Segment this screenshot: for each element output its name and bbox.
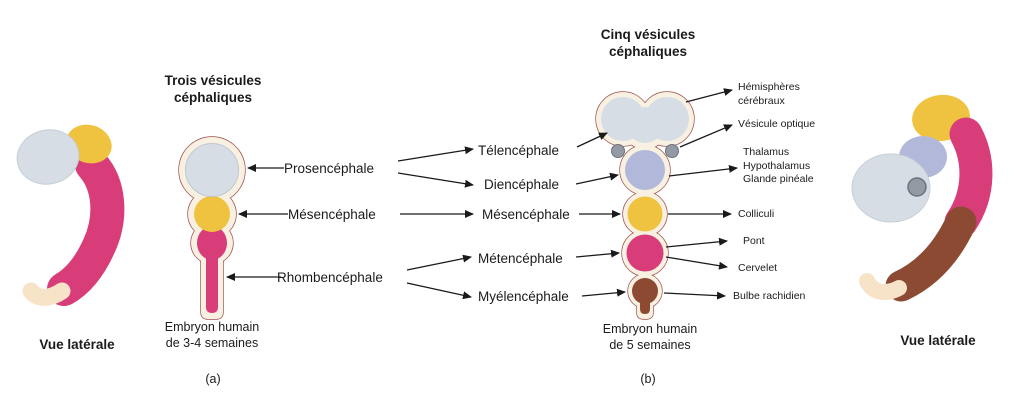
arrow-diencephale-to-diagram [575,172,619,185]
arrow-prosencephale-to-telencephale [397,146,474,162]
arrow-to-thalamus [668,164,738,177]
cervelet-label: Cervelet [738,262,778,274]
myelencephalon-tube [640,291,650,314]
arrow-to-vesicule-optique [679,124,733,148]
arrow-rhombencephale-to-metencephale [406,254,472,271]
mesencephale-b-label: Mésencéphale [482,207,570,222]
myelencephalon-body-right [885,206,977,302]
arrow-to-cervelet [665,256,728,270]
optic-vesicle-left-icon [611,144,625,158]
label-line: Hypothalamus [743,159,811,172]
lateral-embryo-right [851,94,993,302]
panel-b-caption: Embryon humain de 5 semaines [588,322,712,353]
panel-b-letter: (b) [640,372,656,386]
arrow-to-bulbe-rachidien [663,291,726,300]
optic-vesicle-right-icon [665,144,679,158]
title-line: céphaliques [608,43,688,59]
metencephale-label: Métencéphale [478,251,563,266]
panel-b-title: Cinq vésicules céphaliques [586,27,710,61]
arrow-telencephale-to-diagram [576,132,608,148]
title-line: Cinq vésicules [600,27,696,42]
metencephalon-vesicle [626,234,664,272]
pont-label: Pont [743,235,765,247]
diencephalon-vesicle [625,150,665,190]
prosencephale-label: Prosencéphale [284,161,375,176]
lateral-view-label-right: Vue latérale [900,333,976,348]
bulbe-rachidien-label: Bulbe rachidien [733,290,806,302]
myelencephale-label: Myélencéphale [478,289,569,304]
vesicule-optique-label: Vésicule optique [738,118,816,130]
telencephalon-lobe-mid [627,107,663,143]
lateral-view-label-left: Vue latérale [39,337,115,352]
rhombencephalon-body-left [47,148,125,306]
label-line: cérébraux [738,94,785,107]
title-line: Trois vésicules [164,73,262,88]
prosencephalon-vesicle [185,143,239,197]
panel-a-caption: Embryon humain de 3-4 semaines [150,320,274,351]
telencephalon-blob-right [851,153,931,223]
embryo-tail-right [859,273,907,300]
arrow-prosencephale-to-diencephale [397,172,474,188]
lateral-embryo-left [16,124,125,306]
three-vesicle-diagram [178,136,246,320]
hemispheres-label: Hémisphères cérébraux [738,81,800,108]
arrow-myelencephale-to-diagram [581,288,626,297]
label-line: Glande pinéale [743,173,814,186]
panel-a-letter: (a) [205,372,221,386]
diencephale-label: Diencéphale [484,177,560,192]
rhombencephale-label: Rhombencéphale [277,270,383,285]
label-line: Hémisphères [738,81,800,93]
telencephale-label: Télencéphale [478,143,560,158]
rhombencephalon-tube [206,250,218,313]
prosencephalon-blob-left [16,129,80,185]
rhombencephalon-vesicle [197,226,227,260]
mesencephalon-vesicle-b [627,196,663,232]
embryo-tail-left [22,282,71,306]
caption-line: Embryon humain [602,322,698,336]
arrow-rhombencephale-to-myelencephale [406,282,472,300]
five-vesicle-diagram [595,91,695,320]
caption-line: Embryon humain [164,320,260,334]
arrows [226,88,738,300]
caption-line: de 5 semaines [609,337,691,352]
caption-line: de 3-4 semaines [165,335,259,350]
arrow-to-hemispheres [685,88,733,103]
panel-a-title: Trois vésicules céphaliques [152,73,274,107]
arrow-metencephale-to-diagram [575,249,620,258]
mesencephale-a-label: Mésencéphale [288,207,376,222]
title-line: céphaliques [173,89,253,105]
thalamus-label: Thalamus Hypothalamus Glande pinéale [743,146,814,187]
arrow-to-pont [665,237,728,248]
optic-vesicle-lateral-icon [907,177,927,197]
label-line: Thalamus [743,146,790,158]
colliculi-label: Colliculi [738,208,775,220]
mesencephalon-vesicle [194,196,230,232]
